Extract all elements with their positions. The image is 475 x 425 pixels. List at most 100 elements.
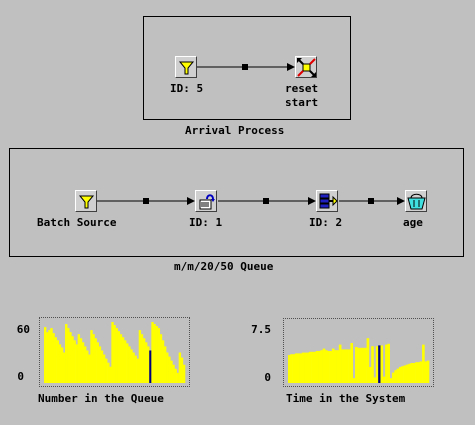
chart1-bar (123, 340, 127, 383)
chart2-bar (322, 348, 326, 383)
queue-model-frame (9, 148, 464, 257)
chart1-bar (88, 354, 91, 383)
chart1-bar (136, 358, 139, 383)
chart2-bar (396, 368, 400, 383)
chart1-bar (44, 327, 47, 383)
chart2-bar (371, 346, 374, 383)
chart2-bar (304, 352, 307, 383)
wire-handle[interactable] (143, 198, 149, 204)
chart2-bar (313, 351, 317, 383)
chart1-bar (132, 352, 135, 383)
chart2-bar (348, 349, 351, 383)
chart2-bar (290, 354, 293, 383)
wire-handle[interactable] (242, 64, 248, 70)
chart2-bar (387, 343, 390, 383)
chart2-bar (329, 351, 333, 383)
chart2-bar (389, 378, 393, 383)
funnel-icon (78, 195, 95, 209)
queue-icon (319, 193, 338, 209)
chart1-bar (79, 338, 83, 383)
chart1-bar (121, 337, 125, 383)
chart2-bar (355, 347, 358, 383)
queue-model-caption: m/m/20/50 Queue (174, 260, 274, 273)
chart1-bar (48, 330, 51, 383)
chart2-bar (299, 353, 303, 383)
chart1-bar (172, 364, 175, 383)
age-sink-node[interactable] (405, 190, 427, 212)
chart2-bar (422, 344, 425, 383)
chart2-bar (306, 352, 310, 383)
chart1-bar (159, 334, 163, 383)
chart2-bar (294, 353, 298, 383)
chart1-bar (77, 334, 81, 383)
chart2-bar (341, 349, 344, 383)
chart1-bar (155, 326, 158, 383)
chart1-bar (65, 324, 68, 383)
chart1-bar (151, 322, 154, 383)
chart1-bar (180, 357, 184, 383)
chart1-bar (73, 340, 76, 383)
wire-handle[interactable] (368, 198, 374, 204)
chart1-bar (157, 328, 161, 383)
chart1-bar (96, 342, 100, 383)
arrival-source-label: ID: 5 (170, 82, 204, 95)
chart2-bar (345, 349, 349, 383)
chart1-bar (90, 330, 93, 383)
chart1-bar (71, 336, 74, 383)
chart1-bar (138, 330, 142, 383)
chart1-bar (75, 344, 78, 383)
chart2-bar (318, 351, 321, 383)
chart2-bar (297, 353, 300, 383)
chart2-bar (394, 370, 397, 383)
chart1-bar (115, 328, 118, 383)
chart2-bar (417, 362, 421, 383)
chart1-bar (153, 324, 156, 383)
chart1-bar (134, 355, 137, 383)
chart2-bar (334, 350, 337, 383)
chart2-bar (338, 344, 342, 383)
chart1-bar (182, 364, 186, 383)
chart1-bar (113, 325, 116, 383)
chart2-bar (301, 352, 305, 383)
time-in-system-xlabel: Time in the System (286, 392, 406, 405)
funnel-icon (178, 61, 195, 75)
chart2-bar (361, 347, 365, 383)
chart2-bar (327, 351, 330, 383)
reset-start-node[interactable] (295, 56, 317, 78)
queue-label: ID: 2 (309, 216, 343, 229)
chart1-bar (142, 338, 146, 383)
chart1-bar (107, 362, 110, 383)
chart1-bar (145, 342, 148, 383)
chart2-bar (315, 351, 319, 383)
chart2-bar (368, 367, 372, 383)
chart1-bar (111, 322, 114, 383)
queue-node[interactable] (316, 190, 338, 212)
wire-handle[interactable] (263, 198, 269, 204)
chart2-bar (385, 344, 388, 383)
chart2-bar (424, 361, 427, 383)
chart1-bar (147, 346, 150, 383)
arrival-source-node[interactable] (175, 56, 197, 78)
batch-source-node[interactable] (75, 190, 97, 212)
chart2-bar (415, 362, 418, 383)
chart2-bar (401, 366, 404, 383)
chart1-bar (100, 350, 104, 383)
chart1-bar (46, 332, 49, 383)
chart1-bar (168, 356, 171, 383)
chart2-bar (336, 350, 340, 383)
chart2-bar (392, 372, 395, 383)
chart1-bar (56, 340, 60, 383)
chart2-bar (426, 360, 430, 383)
chart2-bar (410, 363, 414, 383)
server-node[interactable] (195, 190, 217, 212)
chart2-bar (292, 354, 296, 383)
chart1-bar (117, 331, 121, 383)
chart1-bar (130, 349, 133, 383)
chart1-bar (94, 338, 97, 383)
chart1-bar (102, 354, 106, 383)
server-icon (199, 194, 215, 210)
time-in-system-bars (288, 338, 430, 383)
chart2-bar (373, 377, 377, 383)
chart1-bar (92, 334, 95, 383)
chart1-bar (67, 328, 70, 383)
